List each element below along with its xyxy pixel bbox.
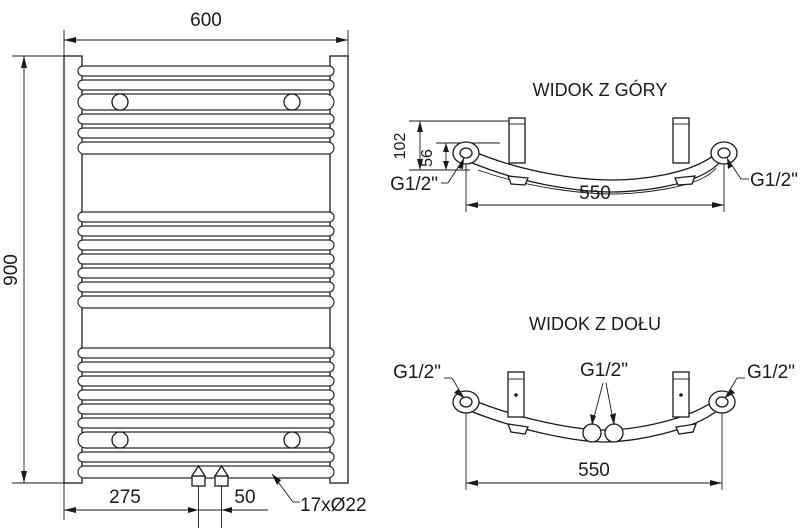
bottom-center-connector-leader xyxy=(590,382,616,426)
front-width-dimension xyxy=(64,37,348,43)
bottom-left-connector-leader xyxy=(444,377,465,399)
top-wall-mount-feet xyxy=(507,175,696,186)
bottom-view-title: WIDOK Z DOŁU xyxy=(529,314,661,334)
top-rail-stubs xyxy=(508,117,690,164)
bottom-center-connector-label: G1/2" xyxy=(580,360,628,381)
top-right-connector xyxy=(710,141,738,165)
front-bottom-dimension-chain xyxy=(63,483,268,520)
top-view-title: WIDOK Z GÓRY xyxy=(533,79,668,100)
front-spacing-label: 50 xyxy=(234,487,255,508)
bottom-wall-mount-feet xyxy=(507,423,697,435)
front-width-extension-lines xyxy=(63,30,349,62)
bottom-rail-stubs xyxy=(507,371,690,418)
front-height-label: 900 xyxy=(1,254,22,286)
rung-callout-label: 17xØ22 xyxy=(300,495,367,516)
top-view-group: WIDOK Z GÓRY 102 56 xyxy=(390,79,798,212)
bottom-left-connector-label: G1/2" xyxy=(393,362,441,383)
top-depth-outer-dimension xyxy=(409,120,520,171)
mounting-bracket-circles xyxy=(111,93,301,449)
valve-connection-markers xyxy=(190,464,230,528)
top-left-connector-label: G1/2" xyxy=(390,174,438,195)
bottom-right-connector-leader xyxy=(724,377,745,399)
top-right-connector-label: G1/2" xyxy=(750,170,798,191)
bottom-view-group: WIDOK Z DOŁU xyxy=(393,314,795,490)
top-width-dimension xyxy=(465,164,725,212)
front-offset-label: 275 xyxy=(109,487,141,508)
bottom-center-connectors xyxy=(582,423,624,443)
front-height-dimension xyxy=(21,56,27,483)
front-width-label: 600 xyxy=(190,10,222,31)
valve-marker-right xyxy=(213,464,230,528)
rung-callout-leader xyxy=(271,473,300,503)
top-depth-outer-label: 102 xyxy=(392,133,409,160)
rung-group-lower xyxy=(77,347,335,479)
valve-marker-left xyxy=(190,464,207,528)
heating-rungs xyxy=(77,65,335,479)
top-left-connector-leader xyxy=(441,157,465,184)
top-right-connector-leader xyxy=(726,157,749,180)
rung-group-middle xyxy=(77,211,335,309)
top-left-connector xyxy=(452,141,480,165)
bottom-width-label: 550 xyxy=(578,460,610,481)
front-view-group: 600 900 xyxy=(1,10,367,528)
bottom-right-connector-label: G1/2" xyxy=(747,362,795,383)
rung-group-upper xyxy=(77,65,335,155)
top-depth-inner-label: 56 xyxy=(419,149,436,167)
top-width-label: 550 xyxy=(579,183,611,204)
bottom-width-dimension xyxy=(465,412,723,490)
